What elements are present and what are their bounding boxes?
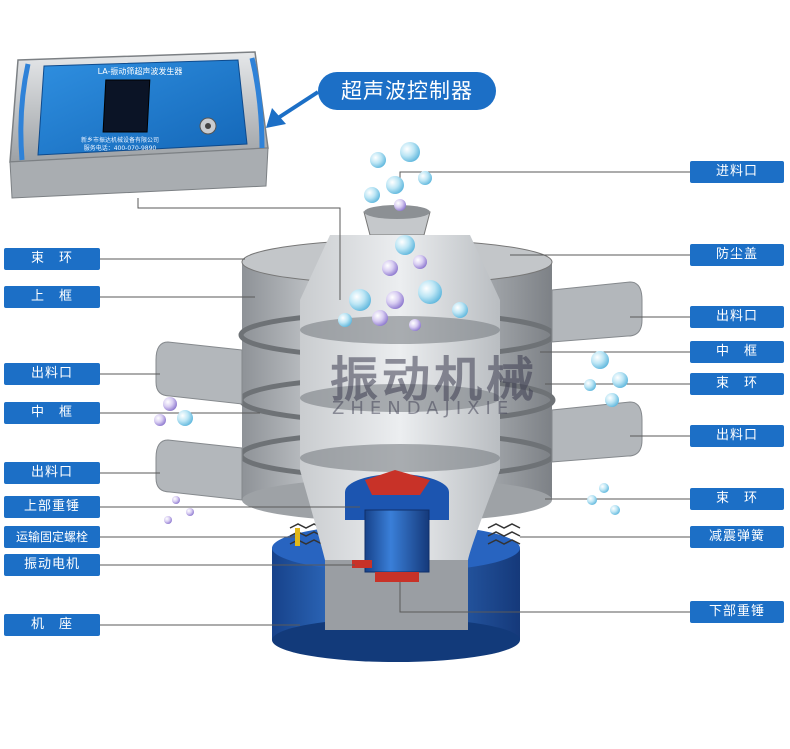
label-right-middle-frame: 中 框 [690, 341, 784, 363]
material-bubble [382, 260, 398, 276]
material-bubble [409, 319, 421, 331]
material-bubble [164, 516, 172, 524]
material-bubble [394, 199, 406, 211]
material-bubble [370, 152, 386, 168]
label-right-lower-weight: 下部重锤 [690, 601, 784, 623]
upper-weight [365, 470, 430, 495]
leader-lines [100, 171, 690, 626]
label-left-transport-bolt: 运输固定螺栓 [4, 526, 100, 548]
material-particles [154, 142, 628, 524]
material-bubble [413, 255, 427, 269]
label-left-clamp-ring-1: 束 环 [4, 248, 100, 270]
label-left-top-frame: 上 框 [4, 286, 100, 308]
material-bubble [154, 414, 166, 426]
material-bubble [610, 505, 620, 515]
material-bubble [591, 351, 609, 369]
material-bubble [587, 495, 597, 505]
ultrasonic-controller: LA-振动筛超声波发生器 新乡市振达机械设备有限公司 服务电话：400-070-… [9, 51, 269, 199]
material-bubble [612, 372, 628, 388]
controller-brand-2: 服务电话：400-070-9890 [84, 144, 157, 152]
transport-bolt [295, 528, 300, 546]
material-bubble [349, 289, 371, 311]
watermark-en: ZHENDAJIXIE [332, 398, 515, 419]
material-bubble [186, 508, 194, 516]
material-bubble [599, 483, 609, 493]
material-bubble [418, 171, 432, 185]
label-right-outlet-2: 出料口 [690, 425, 784, 447]
leader-line [137, 198, 341, 300]
label-left-upper-weight: 上部重锤 [4, 496, 100, 518]
leader-line [399, 171, 690, 185]
controller-brand-1: 新乡市振达机械设备有限公司 [81, 136, 159, 144]
material-bubble [395, 235, 415, 255]
label-right-dust-cover: 防尘盖 [690, 244, 784, 266]
outlet-spouts [155, 281, 643, 501]
callout-arrow-head [266, 108, 286, 128]
motor-counterweight [352, 560, 372, 568]
label-left-vibration-motor: 振动电机 [4, 554, 100, 576]
material-bubble [338, 313, 352, 327]
lower-weight [375, 572, 419, 582]
watermark-cn: 振动机械 [330, 352, 539, 408]
label-right-damping-spring: 减震弹簧 [690, 526, 784, 548]
feed-inlet [363, 205, 431, 236]
vibration-motor [345, 470, 449, 582]
label-left-base: 机 座 [4, 614, 100, 636]
material-bubble [386, 176, 404, 194]
callout-arrow [276, 90, 320, 120]
material-bubble [177, 410, 193, 426]
controller-title: LA-振动筛超声波发生器 [98, 66, 183, 76]
material-bubble [372, 310, 388, 326]
label-left-outlet-2: 出料口 [4, 462, 100, 484]
material-bubble [452, 302, 468, 318]
material-bubble [418, 280, 442, 304]
label-left-middle-frame: 中 框 [4, 402, 100, 424]
material-bubble [584, 379, 596, 391]
material-bubble [386, 291, 404, 309]
material-bubble [400, 142, 420, 162]
material-bubble [605, 393, 619, 407]
label-right-feed-inlet: 进料口 [690, 161, 784, 183]
label-right-clamp-ring-1: 束 环 [690, 373, 784, 395]
label-left-outlet-1: 出料口 [4, 363, 100, 385]
material-bubble [163, 397, 177, 411]
material-bubble [172, 496, 180, 504]
label-right-clamp-ring-2: 束 环 [690, 488, 784, 510]
material-bubble [364, 187, 380, 203]
leader-line [399, 582, 690, 613]
label-right-outlet-1: 出料口 [690, 306, 784, 328]
ultrasonic-controller-callout: 超声波控制器 [318, 72, 496, 110]
